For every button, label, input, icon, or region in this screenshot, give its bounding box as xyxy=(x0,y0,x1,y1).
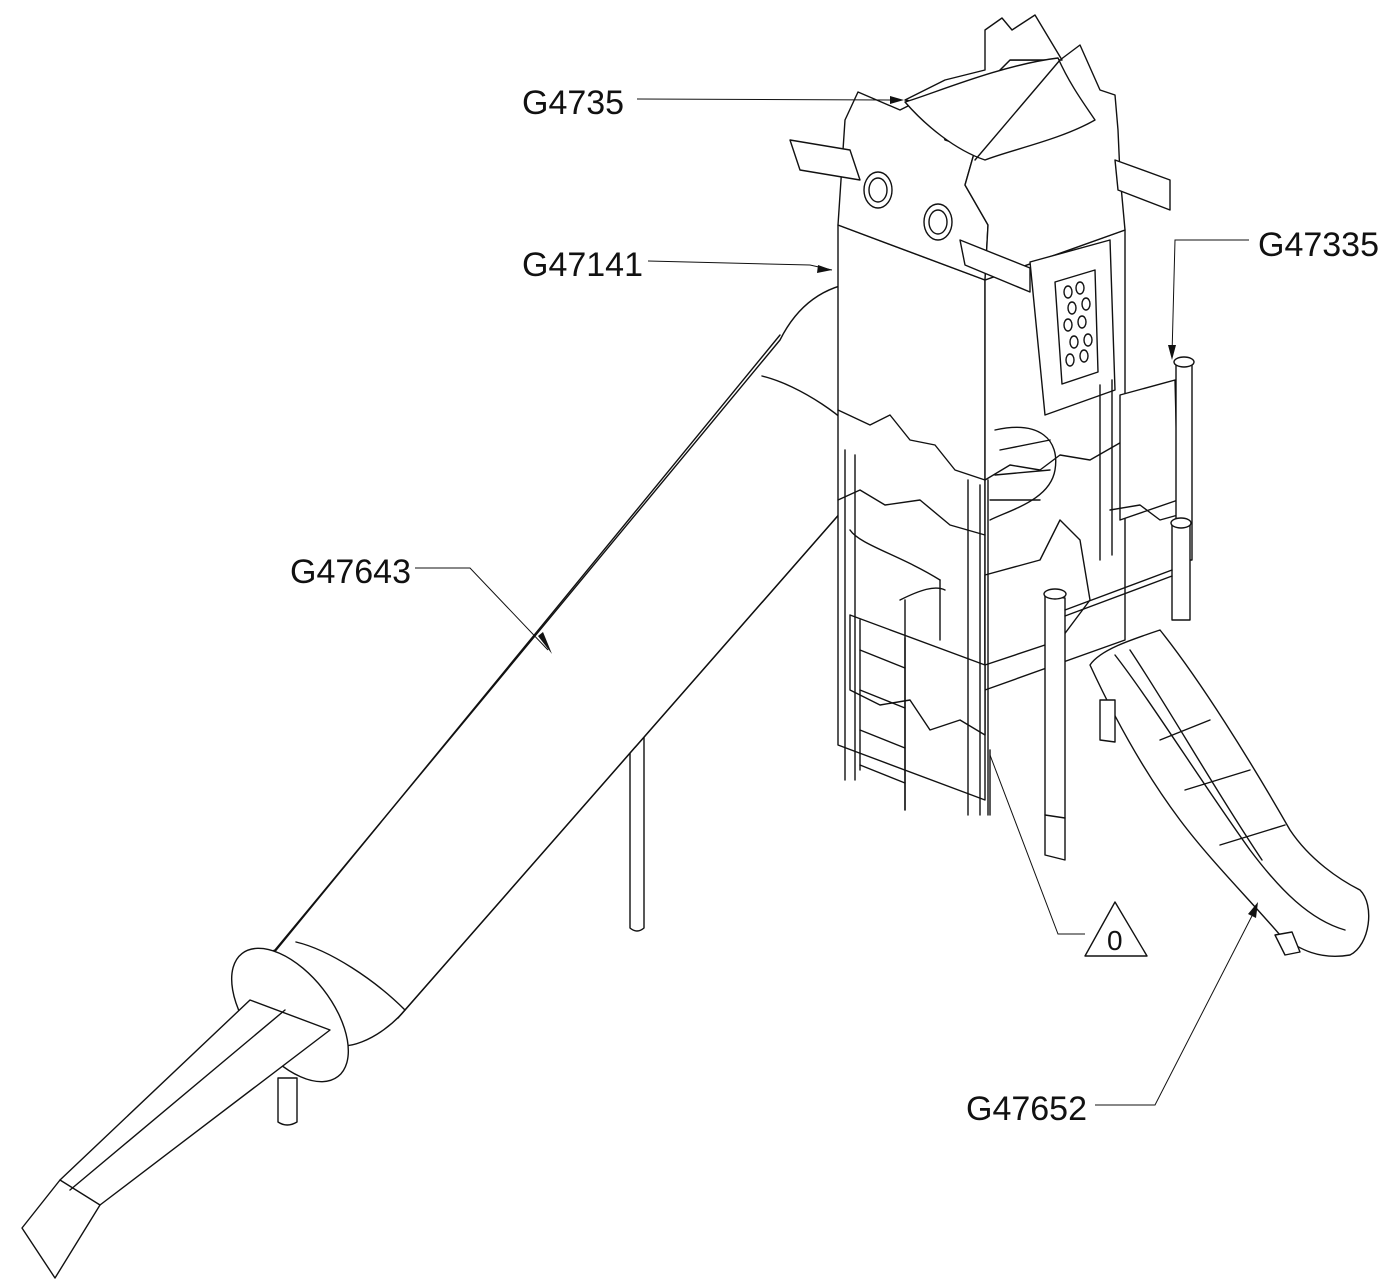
callout-g47335: G47335 xyxy=(1258,226,1379,264)
callout-g4735: G4735 xyxy=(522,84,624,122)
callout-leaders xyxy=(415,96,1258,1106)
callout-g47643: G47643 xyxy=(290,553,411,591)
callout-labels: G4735 G47141 G47335 G47643 G47652 0 xyxy=(290,84,1379,1128)
tower xyxy=(789,14,1195,861)
tube-slide xyxy=(21,276,958,1279)
wave-slide xyxy=(1089,629,1370,957)
callout-g47141: G47141 xyxy=(522,246,643,284)
callout-triangle-0: 0 xyxy=(1107,925,1123,956)
right-posts xyxy=(1043,356,1195,861)
climbing-holds xyxy=(1063,281,1093,367)
callout-g47652: G47652 xyxy=(966,1090,1087,1128)
